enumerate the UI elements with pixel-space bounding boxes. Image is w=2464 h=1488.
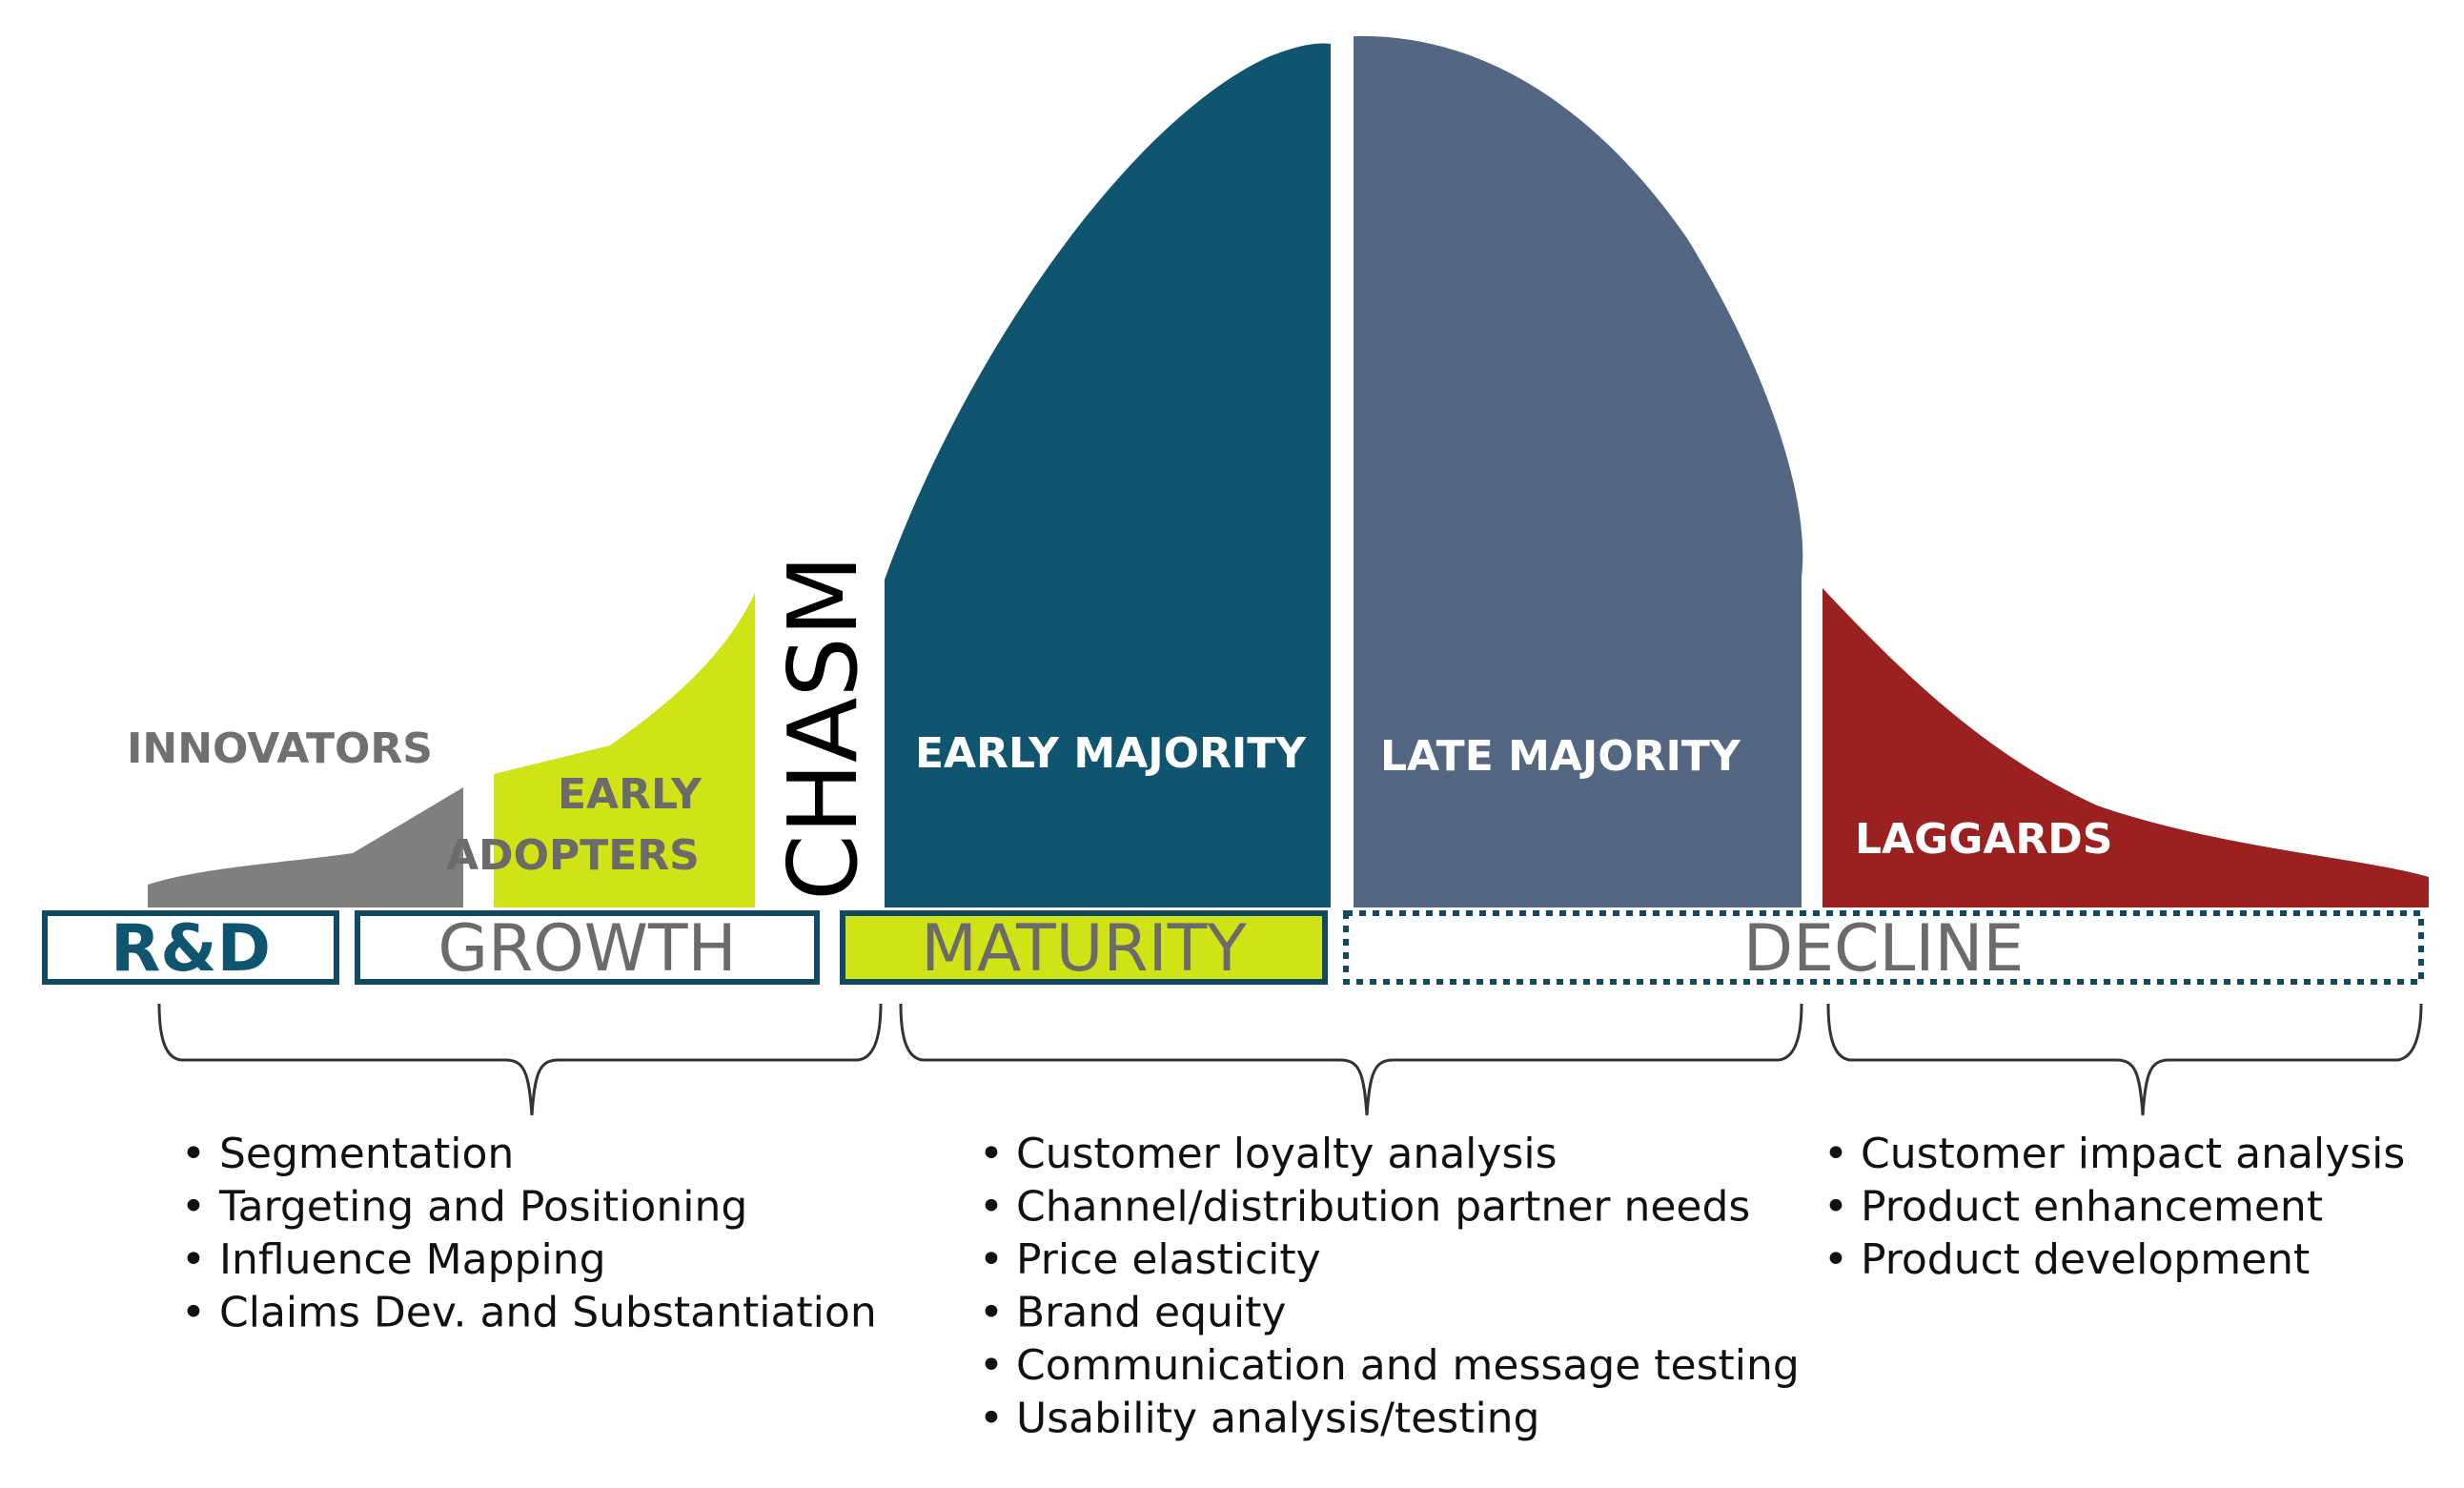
- innovators-label: INNOVATORS: [127, 724, 433, 773]
- maturity-brace: [899, 1003, 1803, 1116]
- laggards-label: LAGGARDS: [1855, 815, 2112, 864]
- laggards-segment: [1823, 588, 2429, 907]
- bullet-dot: •: [1823, 1235, 1848, 1284]
- rd-stage-label: R&D: [111, 911, 271, 987]
- bullet-dot: •: [181, 1289, 206, 1337]
- early-adopters-label-line2: ADOPTERS: [446, 831, 700, 880]
- chasm-label: CHASM: [767, 555, 879, 901]
- bullet-dot: •: [1823, 1183, 1848, 1232]
- bullet-item: Brand equity: [1016, 1289, 1286, 1337]
- early-adopters-segment: [494, 593, 755, 907]
- bullet-item: Communication and message testing: [1016, 1341, 1800, 1390]
- bullet-dot: •: [181, 1235, 206, 1284]
- decline-stage-box: [1343, 910, 2424, 985]
- bullet-item: Customer impact analysis: [1861, 1130, 2405, 1178]
- bullet-dot: •: [979, 1341, 1004, 1390]
- bullet-item: Customer loyalty analysis: [1016, 1130, 1558, 1178]
- bullet-dot: •: [979, 1183, 1004, 1232]
- late-majority-label: LATE MAJORITY: [1380, 732, 1741, 781]
- early-majority-segment: [885, 43, 1331, 907]
- late-majority-segment: [1354, 35, 1803, 908]
- bullet-dot: •: [979, 1235, 1004, 1284]
- bullet-dot: •: [979, 1289, 1004, 1337]
- growth-stage-box: [355, 910, 820, 985]
- maturity-stage-box: [840, 910, 1328, 985]
- growth-stage-label: GROWTH: [438, 911, 736, 987]
- early-adopters-label-line1: EARLY: [558, 770, 703, 819]
- bullet-dot: •: [1823, 1130, 1848, 1178]
- bullet-dot: •: [181, 1130, 206, 1178]
- bullet-item: Product enhancement: [1861, 1183, 2323, 1232]
- decline-brace: [1826, 1003, 2423, 1116]
- bullet-dot: •: [979, 1130, 1004, 1178]
- maturity-stage-label: MATURITY: [921, 911, 1247, 987]
- bullet-item: Usability analysis/testing: [1016, 1395, 1539, 1443]
- decline-stage-label: DECLINE: [1743, 911, 2025, 987]
- maturity-bullet-list: •Customer loyalty analysis•Channel/distr…: [979, 1130, 1800, 1443]
- bullet-item: Claims Dev. and Substantiation: [219, 1289, 877, 1337]
- decline-bullet-list: • Customer impact analysis • Product enhanc…: [1823, 1130, 2405, 1284]
- innovators-segment: [148, 787, 463, 907]
- bullet-item: Segmentation: [219, 1130, 514, 1178]
- bullet-item: Product development: [1861, 1235, 2310, 1284]
- bullet-item: Channel/distribution partner needs: [1016, 1183, 1750, 1232]
- bullet-item: Price elasticity: [1016, 1235, 1321, 1284]
- early-majority-label: EARLY MAJORITY: [915, 729, 1307, 778]
- bullet-item: Targeting and Positioning: [218, 1183, 747, 1232]
- bullet-dot: •: [181, 1183, 206, 1232]
- growth-bullet-list: •Segmentation•Targeting and Positioning•…: [181, 1130, 877, 1337]
- rd-stage-box: [42, 910, 339, 985]
- bullet-dot: •: [979, 1395, 1004, 1443]
- bullet-item: Influence Mapping: [219, 1235, 606, 1284]
- growth-brace: [157, 1003, 883, 1116]
